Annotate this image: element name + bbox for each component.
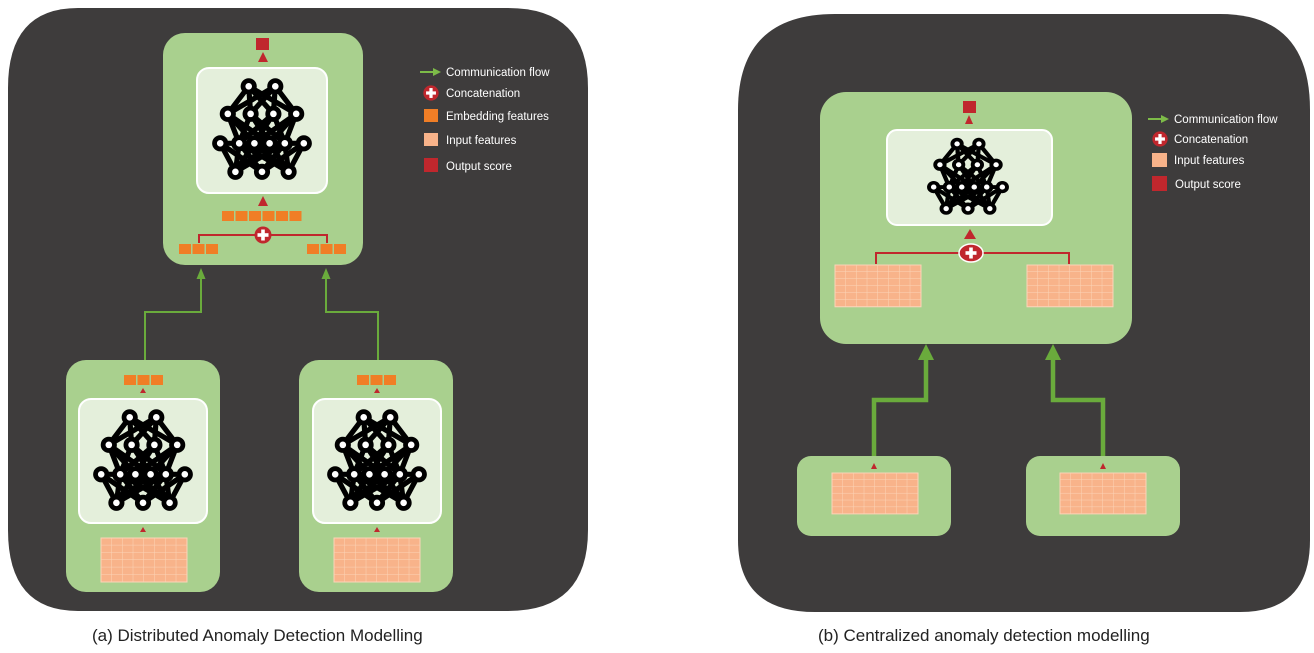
legend-b: Communication flow Concatenation Input f…	[1148, 114, 1278, 191]
client-1-input-grid	[100, 537, 188, 583]
central-communication-arrow-left	[871, 358, 929, 458]
central-communication-arrow-right	[1050, 358, 1106, 458]
central-left-input-grid	[834, 264, 922, 308]
caption-a: (a) Distributed Anomaly Detection Modell…	[92, 626, 423, 645]
legend-b-label-output: Output score	[1175, 179, 1241, 191]
legend-b-label-communication: Communication flow	[1174, 114, 1278, 126]
concat-icon	[254, 226, 272, 244]
output-arrow	[258, 52, 268, 62]
central-output-arrow	[965, 115, 973, 124]
output-score-square	[256, 38, 269, 50]
legend-a-label-concatenation: Concatenation	[446, 88, 520, 100]
concatenated-embedding	[222, 211, 302, 221]
data-source-1-input-grid	[831, 472, 919, 515]
caption-b: (b) Centralized anomaly detection modell…	[818, 626, 1150, 645]
left-client-embedding	[179, 244, 218, 254]
communication-flow-legend-arrowhead-b	[1161, 115, 1169, 123]
concatenation-legend-icon-b	[1152, 131, 1168, 147]
client-2-emb-arrow	[374, 388, 380, 393]
right-client-embedding	[307, 244, 346, 254]
legend-a-label-output: Output score	[446, 161, 512, 173]
embedding-features-legend-icon	[424, 109, 438, 122]
central-output-score-square	[963, 101, 976, 113]
legend-b-label-input: Input features	[1174, 155, 1245, 167]
legend-a-label-communication: Communication flow	[446, 67, 550, 79]
client-1-input-arrow	[140, 527, 146, 532]
output-score-legend-icon-b	[1152, 176, 1167, 191]
client-2-input-arrow	[374, 527, 380, 532]
data-source-2-input-grid	[1059, 472, 1147, 515]
communication-arrowhead-right	[321, 268, 331, 279]
central-right-input-grid	[1026, 264, 1114, 308]
panel-a: Communication flow Concatenation Embeddi…	[8, 8, 588, 611]
input-features-legend-icon-b	[1152, 153, 1167, 167]
legend-b-label-concatenation: Concatenation	[1174, 134, 1248, 146]
embedding-up-arrow	[258, 196, 268, 206]
output-score-legend-icon	[424, 158, 438, 172]
client-1-embedding	[124, 375, 163, 385]
client-1-emb-arrow	[140, 388, 146, 393]
legend-a: Communication flow Concatenation Embeddi…	[420, 67, 550, 173]
input-features-legend-icon	[424, 133, 438, 146]
central-concat-up-arrow	[964, 229, 976, 239]
communication-arrowhead-left	[196, 268, 206, 279]
client-2-input-grid	[333, 537, 421, 583]
communication-flow-legend-arrowhead	[433, 68, 441, 76]
concatenation-legend-icon	[423, 85, 439, 101]
central-concat-icon	[958, 243, 984, 263]
data-source-1-arrow	[871, 463, 877, 469]
panel-b: Communication flow Concatenation Input f…	[738, 14, 1310, 612]
data-source-2-arrow	[1100, 463, 1106, 469]
communication-arrow-left	[144, 278, 202, 362]
communication-arrow-right	[325, 278, 379, 362]
legend-a-label-input: Input features	[446, 135, 517, 147]
central-communication-arrowhead-right	[1045, 344, 1061, 360]
legend-a-label-embedding: Embedding features	[446, 111, 549, 123]
central-communication-arrowhead-left	[918, 344, 934, 360]
client-2-embedding	[357, 375, 396, 385]
